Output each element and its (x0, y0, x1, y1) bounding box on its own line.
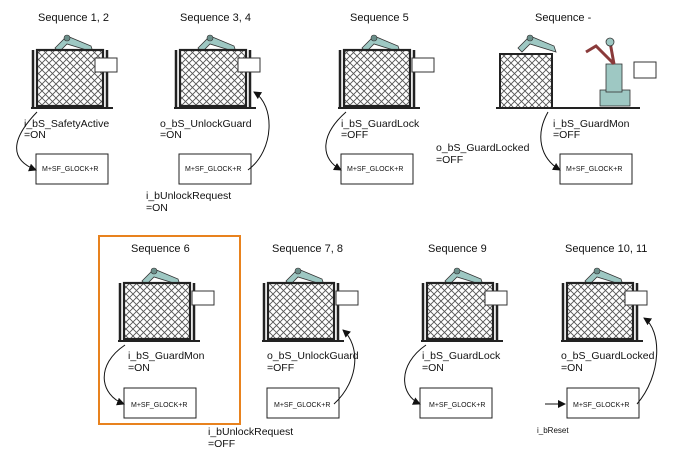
function-block-label: M+SF_GLOCK+R (429, 402, 486, 409)
cell (16, 34, 118, 185)
cell (262, 267, 359, 419)
robot-joint-icon (526, 34, 534, 42)
signal-name: i_bS_GuardMon (553, 118, 630, 130)
function-block (123, 387, 197, 419)
robot-joint-icon (453, 267, 461, 275)
extra-signal-name: o_bS_GuardLocked (436, 142, 530, 154)
cell (561, 267, 658, 419)
function-block-label: M+SF_GLOCK+R (42, 166, 99, 173)
function-block-label: M+SF_GLOCK+R (131, 402, 188, 409)
signal-value: =ON (160, 129, 182, 141)
fence-mesh (266, 281, 336, 341)
robot-joint-icon (150, 267, 158, 275)
signal-value: =OFF (553, 129, 581, 141)
function-block-label: M+SF_GLOCK+R (185, 166, 242, 173)
fence-mesh (178, 48, 248, 108)
door-lock-icon (484, 290, 508, 306)
sequence-label: Sequence 10, 11 (565, 243, 648, 255)
extra-signal-name: i_bUnlockRequest (208, 426, 294, 438)
function-block-label: M+SF_GLOCK+R (347, 166, 404, 173)
cell (496, 34, 657, 185)
cell (174, 34, 270, 185)
cell (325, 34, 435, 185)
robot-joint-icon (63, 34, 71, 42)
sequence-label: Sequence 6 (131, 243, 190, 255)
fence-mesh (565, 281, 635, 341)
signal-name: i_bS_SafetyActive (24, 118, 110, 130)
signal-value: =ON (128, 362, 150, 374)
robot-joint-icon (370, 34, 378, 42)
door-lock-icon (237, 57, 261, 73)
signal-name: i_bS_GuardLock (422, 350, 501, 362)
extra-signal-value: =OFF (208, 438, 236, 450)
signal-arrow (103, 344, 126, 406)
sequence-label: Sequence 1, 2 (38, 12, 109, 24)
function-block (266, 387, 340, 419)
signal-value: =ON (422, 362, 444, 374)
robot-base-icon (599, 89, 631, 107)
function-block (340, 153, 414, 185)
function-block (419, 387, 493, 419)
highlight-frame (98, 235, 241, 425)
signal-name: o_bS_GuardLocked (561, 350, 655, 362)
sequence-label: Sequence 5 (350, 12, 409, 24)
robot-joint-icon (294, 267, 302, 275)
signal-name: i_bS_GuardMon (128, 350, 205, 362)
function-block (178, 153, 252, 185)
fence-mesh (35, 48, 105, 108)
signal-value: =OFF (267, 362, 295, 374)
fence-mesh (342, 48, 412, 108)
sequence-label: Sequence 9 (428, 243, 487, 255)
sequence-label: Sequence 3, 4 (180, 12, 251, 24)
cell (103, 267, 215, 419)
robot-arm-icon (517, 35, 557, 53)
robot-joint-icon (206, 34, 214, 42)
extra-signal-name: i_bReset (537, 426, 569, 435)
signal-arrow (325, 111, 347, 171)
signal-arrow (404, 344, 427, 405)
signal-value: =OFF (341, 129, 369, 141)
door-lock-icon (335, 290, 359, 306)
extra-signal-name: i_bUnlockRequest (146, 190, 232, 202)
signal-arrow (247, 91, 270, 171)
signal-arrow (540, 111, 561, 171)
function-block-label: M+SF_GLOCK+R (274, 402, 331, 409)
door-lock-icon (633, 61, 657, 79)
cell (404, 267, 508, 419)
signal-name: i_bS_GuardLock (341, 118, 420, 130)
extra-signal-value: =ON (146, 202, 168, 214)
signal-value: =ON (24, 129, 46, 141)
signal-arrow (16, 111, 38, 172)
signal-arrow (636, 317, 658, 405)
fence-mesh (425, 281, 495, 341)
function-block (566, 387, 640, 419)
signal-name: o_bS_UnlockGuard (160, 118, 252, 130)
robot-joint-icon (593, 267, 601, 275)
door-lock-icon (411, 57, 435, 73)
robot-joint-icon (605, 37, 615, 47)
robot-body-icon (605, 63, 623, 93)
signal-arrow (333, 329, 356, 405)
signal-name: o_bS_UnlockGuard (267, 350, 359, 362)
sequence-label: Sequence - (535, 12, 592, 24)
function-block-label: M+SF_GLOCK+R (566, 166, 623, 173)
door-lock-icon (94, 57, 118, 73)
sequence-label: Sequence 7, 8 (272, 243, 343, 255)
function-block (559, 153, 633, 185)
fence-mesh (499, 53, 553, 109)
function-block-label: M+SF_GLOCK+R (573, 402, 630, 409)
door-lock-icon (624, 290, 648, 306)
door-lock-icon (191, 290, 215, 306)
fence-mesh (122, 281, 192, 341)
signal-value: =ON (561, 362, 583, 374)
extra-signal-value: =OFF (436, 154, 464, 166)
function-block (35, 153, 109, 185)
